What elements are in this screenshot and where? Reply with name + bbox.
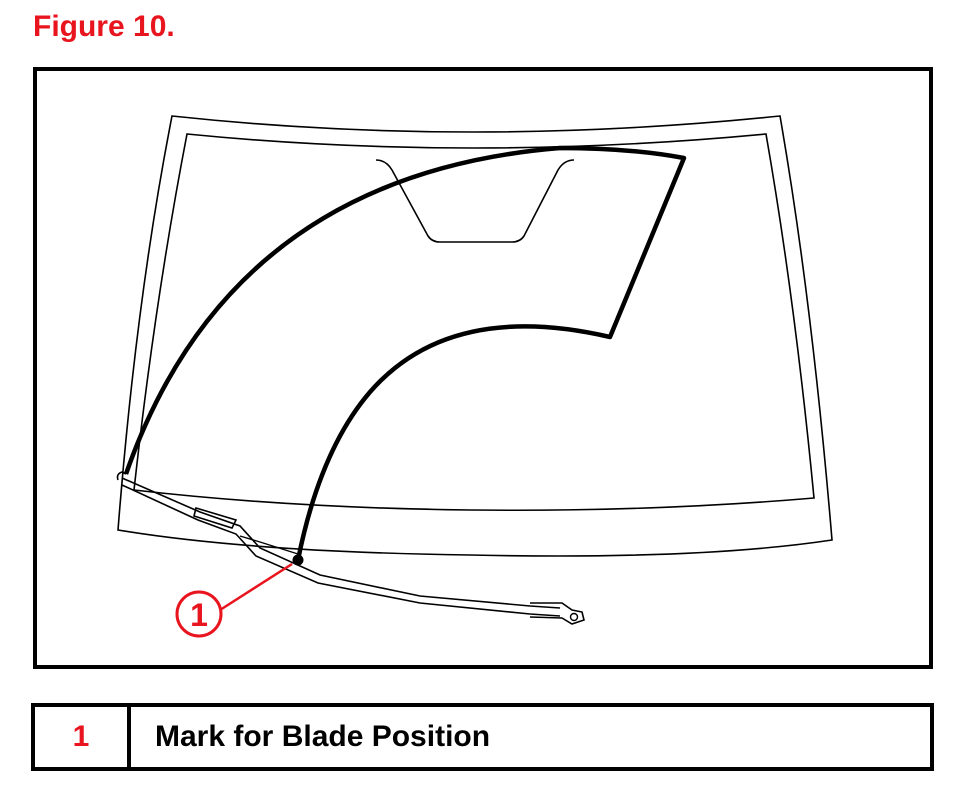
- wiper-pivot-bracket: [529, 602, 585, 625]
- wiper-arm-edge: [121, 484, 561, 617]
- wiper-pivot-hole: [569, 612, 579, 622]
- wiper-blade-clip: [193, 506, 238, 529]
- wiper-blade-link: [239, 535, 299, 555]
- windshield-inner-outline: [133, 133, 815, 512]
- wiper-sweep-area: [123, 145, 687, 561]
- figure-title: Figure 10.: [33, 10, 175, 43]
- figure-frame: 1: [33, 67, 933, 669]
- legend-description: Mark for Blade Position: [155, 720, 491, 753]
- legend-number: 1: [35, 707, 131, 767]
- wiper-arm: [121, 477, 561, 609]
- legend-table: 1 Mark for Blade Position: [31, 703, 934, 771]
- callout-leader-line: [219, 562, 293, 612]
- mirror-mount-notch: [375, 159, 575, 243]
- blade-position-mark: [292, 554, 304, 566]
- windshield-outer-outline: [117, 115, 833, 557]
- callout-circle: [175, 590, 223, 638]
- windshield-diagram: 1: [116, 115, 833, 638]
- wiper-arm-end: [116, 471, 127, 481]
- callout-number: 1: [190, 597, 208, 633]
